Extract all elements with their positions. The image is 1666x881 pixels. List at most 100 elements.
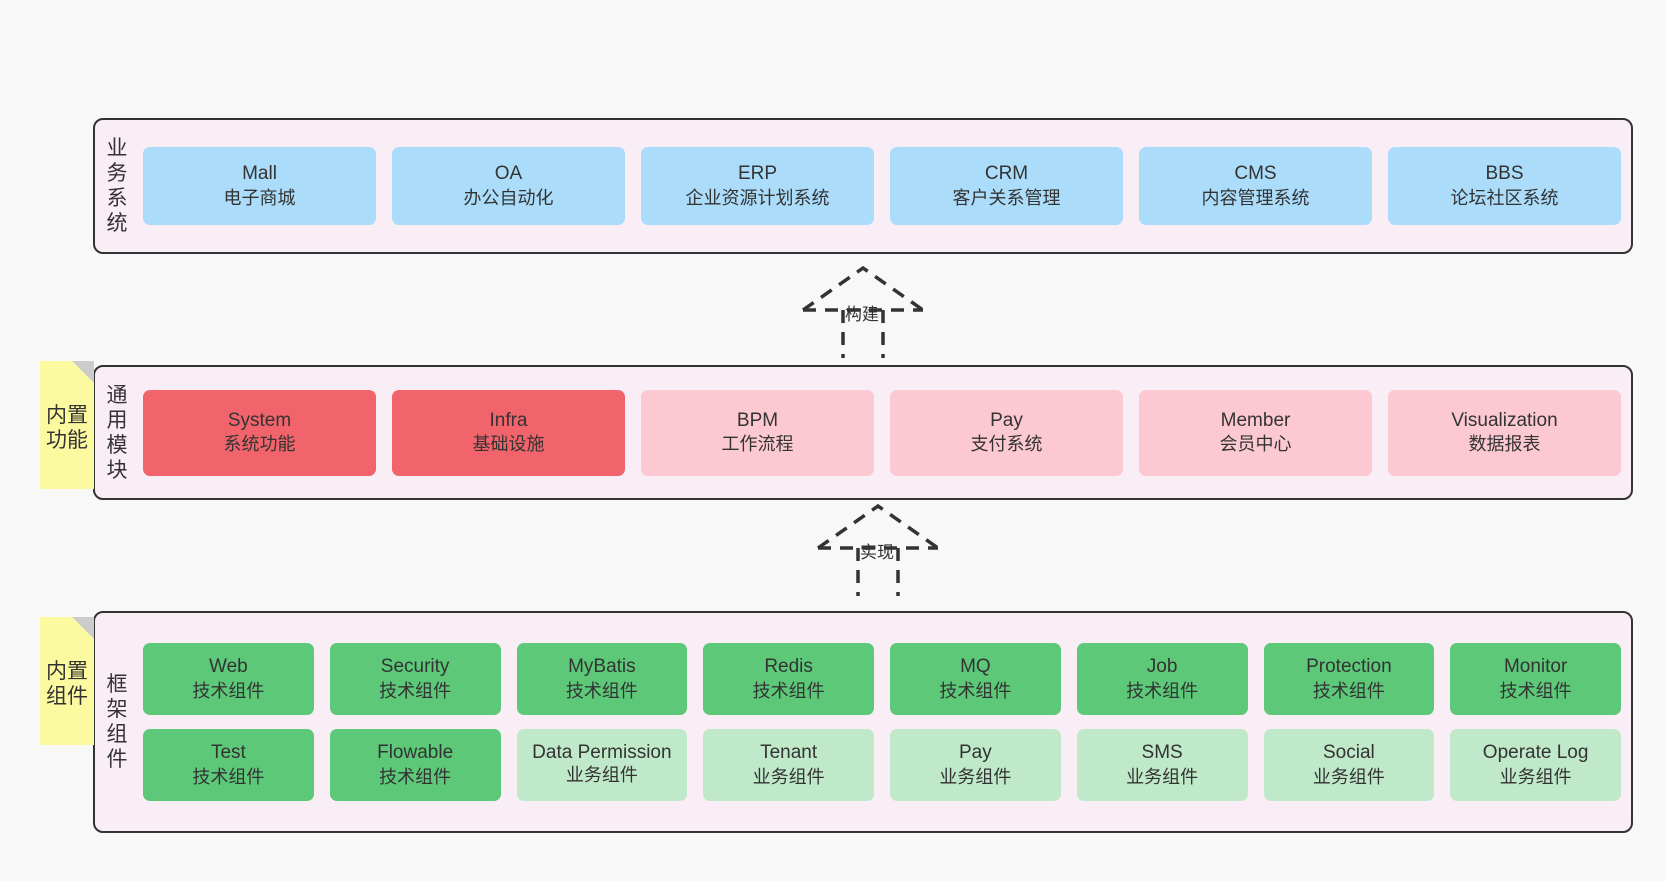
card-title: SMS bbox=[1141, 742, 1183, 764]
layer-title-char: 用 bbox=[106, 408, 128, 432]
card-row-tech: Web 技术组件 Security 技术组件 MyBatis 技术组件 Redi… bbox=[143, 643, 1621, 715]
card-subtitle: 业务组件 bbox=[752, 766, 825, 787]
layer-title-char: 务 bbox=[106, 162, 128, 185]
card-title: Redis bbox=[764, 656, 813, 678]
card-title: BPM bbox=[736, 409, 779, 431]
card-pay-component[interactable]: Pay 业务组件 bbox=[890, 729, 1061, 801]
card-crm[interactable]: CRM 客户关系管理 bbox=[890, 147, 1123, 225]
card-bbs[interactable]: BBS 论坛社区系统 bbox=[1388, 147, 1621, 225]
card-title: Pay bbox=[990, 409, 1023, 431]
layer-title-framework: 框 架 组 件 bbox=[95, 672, 139, 772]
layer-title-char: 统 bbox=[106, 212, 128, 235]
card-social[interactable]: Social 业务组件 bbox=[1263, 729, 1435, 801]
card-subtitle: 会员中心 bbox=[1219, 434, 1292, 455]
card-subtitle: 技术组件 bbox=[752, 680, 825, 701]
card-title: BBS bbox=[1485, 163, 1524, 185]
card-row: Mall 电子商城 OA 办公自动化 ERP 企业资源计划系统 CRM 客户关系… bbox=[143, 147, 1621, 225]
card-visualization[interactable]: Visualization 数据报表 bbox=[1388, 389, 1621, 476]
card-title: Monitor bbox=[1503, 656, 1568, 678]
card-title: ERP bbox=[737, 163, 778, 185]
layer-title-char: 架 bbox=[106, 698, 128, 721]
card-subtitle: 技术组件 bbox=[939, 680, 1012, 701]
layer-body-module: System 系统功能 Infra 基础设施 BPM 工作流程 Pay 支付系统… bbox=[139, 367, 1631, 498]
layer-title-module: 通 用 模 块 bbox=[95, 383, 139, 483]
card-tenant[interactable]: Tenant 业务组件 bbox=[703, 729, 874, 801]
layer-title-char: 件 bbox=[106, 748, 128, 771]
card-title: Infra bbox=[489, 409, 528, 431]
card-subtitle: 系统功能 bbox=[223, 434, 296, 455]
card-security[interactable]: Security 技术组件 bbox=[329, 643, 501, 715]
card-erp[interactable]: ERP 企业资源计划系统 bbox=[641, 147, 874, 225]
card-title: Security bbox=[380, 656, 450, 678]
card-row: System 系统功能 Infra 基础设施 BPM 工作流程 Pay 支付系统… bbox=[143, 389, 1621, 476]
card-title: Mall bbox=[242, 163, 277, 185]
card-title: Visualization bbox=[1451, 409, 1558, 431]
card-title: Social bbox=[1323, 742, 1375, 764]
card-subtitle: 电子商城 bbox=[223, 187, 296, 208]
card-infra[interactable]: Infra 基础设施 bbox=[392, 389, 625, 476]
connector-build-arrow-icon bbox=[801, 265, 925, 358]
connector-implement-label: 实现 bbox=[860, 543, 894, 562]
card-title: CMS bbox=[1234, 163, 1277, 185]
layer-body-framework: Web 技术组件 Security 技术组件 MyBatis 技术组件 Redi… bbox=[139, 613, 1631, 831]
card-flowable[interactable]: Flowable 技术组件 bbox=[329, 729, 501, 801]
note-builtin-function: 内置功能 bbox=[40, 361, 94, 489]
card-subtitle: 技术组件 bbox=[379, 680, 452, 701]
connector-implement-arrow-icon bbox=[816, 503, 940, 596]
card-subtitle: 技术组件 bbox=[1126, 680, 1199, 701]
card-protection[interactable]: Protection 技术组件 bbox=[1263, 643, 1435, 715]
layer-framework-component: 框 架 组 件 Web 技术组件 Security 技术组件 MyBatis 技… bbox=[93, 611, 1633, 833]
card-title: Data Permission bbox=[532, 742, 672, 764]
card-subtitle: 内容管理系统 bbox=[1201, 187, 1310, 208]
card-subtitle: 办公自动化 bbox=[463, 187, 554, 208]
card-mybatis[interactable]: MyBatis 技术组件 bbox=[516, 643, 688, 715]
layer-business-system: 业 务 系 统 Mall 电子商城 OA 办公自动化 ERP 企业资源计划系统 … bbox=[93, 118, 1633, 254]
card-monitor[interactable]: Monitor 技术组件 bbox=[1450, 643, 1621, 715]
card-title: Test bbox=[210, 742, 246, 764]
layer-common-module: 通 用 模 块 System 系统功能 Infra 基础设施 BPM 工作流程 … bbox=[93, 365, 1633, 500]
card-subtitle: 基础设施 bbox=[472, 434, 545, 455]
card-mq[interactable]: MQ 技术组件 bbox=[890, 643, 1061, 715]
card-title: Web bbox=[209, 656, 248, 678]
layer-title-char: 业 bbox=[106, 137, 128, 160]
card-row-biz: Test 技术组件 Flowable 技术组件 Data Permission … bbox=[143, 729, 1621, 801]
card-redis[interactable]: Redis 技术组件 bbox=[703, 643, 874, 715]
card-title: Flowable bbox=[377, 742, 454, 764]
layer-title-char: 通 bbox=[106, 383, 128, 407]
card-subtitle: 企业资源计划系统 bbox=[685, 187, 830, 208]
card-subtitle: 业务组件 bbox=[1126, 766, 1199, 787]
card-subtitle: 技术组件 bbox=[1499, 680, 1572, 701]
layer-title-business: 业 务 系 统 bbox=[95, 136, 139, 236]
card-sms[interactable]: SMS 业务组件 bbox=[1076, 729, 1248, 801]
note-label: 内置功能 bbox=[46, 404, 88, 452]
card-title: Member bbox=[1220, 409, 1291, 431]
card-mall[interactable]: Mall 电子商城 bbox=[143, 147, 376, 225]
card-data-permission[interactable]: Data Permission 业务组件 bbox=[516, 729, 688, 801]
note-label: 内置组件 bbox=[46, 660, 88, 708]
card-bpm[interactable]: BPM 工作流程 bbox=[641, 389, 874, 476]
layer-body-business: Mall 电子商城 OA 办公自动化 ERP 企业资源计划系统 CRM 客户关系… bbox=[139, 120, 1631, 252]
card-title: System bbox=[227, 409, 292, 431]
card-subtitle: 客户关系管理 bbox=[952, 187, 1061, 208]
connector-implement: 实现 bbox=[810, 500, 970, 600]
card-system[interactable]: System 系统功能 bbox=[143, 389, 376, 476]
card-title: MyBatis bbox=[568, 656, 636, 678]
layer-title-char: 系 bbox=[106, 187, 128, 210]
card-title: CRM bbox=[984, 163, 1029, 185]
card-subtitle: 技术组件 bbox=[379, 766, 452, 787]
card-subtitle: 技术组件 bbox=[192, 766, 265, 787]
layer-title-char: 块 bbox=[106, 458, 128, 482]
card-title: MQ bbox=[960, 656, 991, 678]
card-test[interactable]: Test 技术组件 bbox=[143, 729, 314, 801]
card-subtitle: 技术组件 bbox=[192, 680, 265, 701]
card-job[interactable]: Job 技术组件 bbox=[1076, 643, 1248, 715]
card-subtitle: 技术组件 bbox=[565, 680, 638, 701]
card-cms[interactable]: CMS 内容管理系统 bbox=[1139, 147, 1372, 225]
card-member[interactable]: Member 会员中心 bbox=[1139, 389, 1372, 476]
card-title: Pay bbox=[959, 742, 992, 764]
card-pay-module[interactable]: Pay 支付系统 bbox=[890, 389, 1123, 476]
connector-build: 构建 bbox=[795, 262, 955, 362]
card-oa[interactable]: OA 办公自动化 bbox=[392, 147, 625, 225]
card-operate-log[interactable]: Operate Log 业务组件 bbox=[1450, 729, 1621, 801]
card-web[interactable]: Web 技术组件 bbox=[143, 643, 314, 715]
